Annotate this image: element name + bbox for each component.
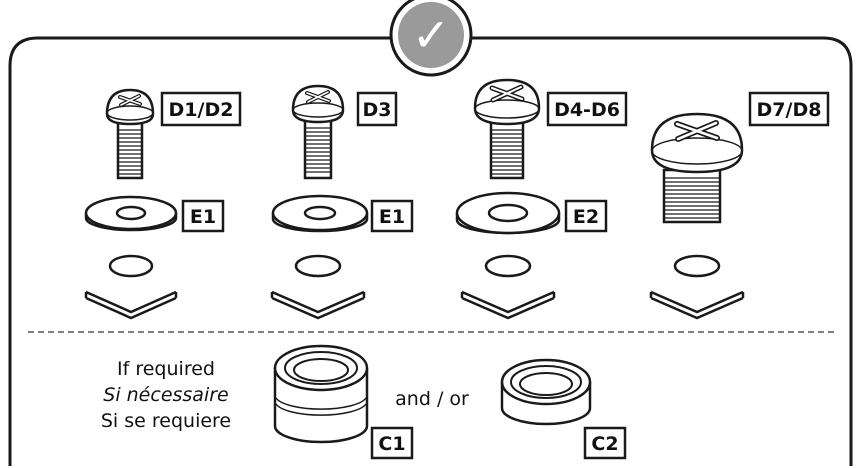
caption-line-en: If required bbox=[117, 358, 215, 380]
washer-icon bbox=[455, 191, 561, 235]
washer-label: E1 bbox=[190, 206, 216, 228]
screw-label: D4-D6 bbox=[554, 99, 620, 121]
mounting-hole-icon bbox=[108, 254, 154, 278]
connector-text: and / or bbox=[395, 388, 469, 410]
screw-label-box: D7/D8 bbox=[748, 91, 830, 127]
spacer-caption: If required Si nécessaire Si se requiere bbox=[101, 358, 231, 432]
screw-label: D7/D8 bbox=[757, 99, 822, 121]
washer-icon bbox=[84, 195, 178, 232]
screw-label: D1/D2 bbox=[169, 99, 234, 121]
washer-label-box: E1 bbox=[370, 199, 414, 233]
washer-label: E1 bbox=[379, 206, 405, 228]
mounting-hole-icon bbox=[484, 254, 532, 278]
spacer-label-box: C2 bbox=[583, 426, 627, 460]
checkmark-badge: ✓ bbox=[389, 0, 473, 77]
washer-label-box: E1 bbox=[181, 199, 225, 233]
screw-label: D3 bbox=[363, 99, 392, 121]
mounting-surface-icon bbox=[460, 290, 556, 320]
screw-icon bbox=[105, 88, 155, 180]
washer-label: E2 bbox=[573, 206, 599, 228]
mounting-hole-icon bbox=[673, 254, 721, 278]
mounting-surface-icon bbox=[84, 290, 178, 320]
washer-label-box: E2 bbox=[564, 199, 608, 233]
mounting-hole-icon bbox=[294, 254, 342, 278]
screw-icon bbox=[473, 78, 541, 180]
screw-column-2: D3 E1 bbox=[270, 84, 414, 320]
washer-icon bbox=[271, 194, 369, 233]
spacer-label: C2 bbox=[591, 433, 618, 455]
screw-label-box: D4-D6 bbox=[546, 91, 628, 127]
checkmark-icon: ✓ bbox=[412, 8, 451, 62]
screw-column-4: D7/D8 bbox=[649, 91, 830, 320]
spacer-label: C1 bbox=[378, 433, 405, 455]
screw-label-box: D1/D2 bbox=[160, 91, 242, 127]
spacer-icon-c2 bbox=[500, 358, 592, 426]
screw-label-box: D3 bbox=[356, 91, 398, 127]
screw-column-1: D1/D2 E1 bbox=[84, 88, 242, 320]
spacer-icon-c1 bbox=[273, 344, 369, 444]
caption-line-es: Si se requiere bbox=[101, 410, 231, 432]
screw-column-3: D4-D6 E2 bbox=[455, 78, 628, 320]
caption-line-fr: Si nécessaire bbox=[103, 384, 228, 406]
diagram-frame bbox=[8, 36, 853, 466]
spacer-label-box: C1 bbox=[370, 426, 414, 460]
mounting-surface-icon bbox=[270, 290, 366, 320]
mounting-surface-icon bbox=[649, 290, 745, 320]
screw-icon bbox=[650, 112, 744, 224]
screw-icon bbox=[291, 84, 345, 180]
